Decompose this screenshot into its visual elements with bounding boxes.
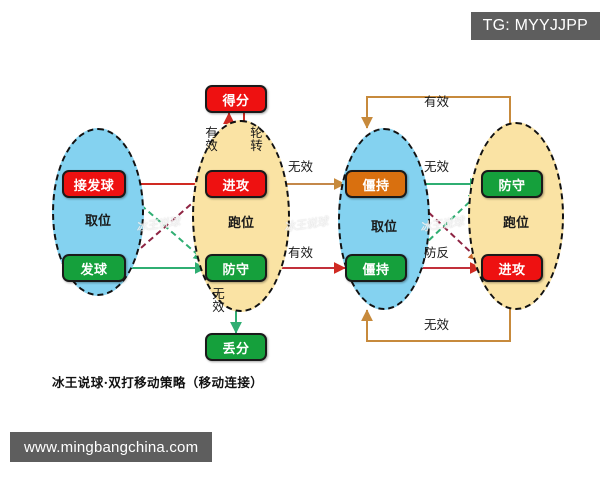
zone-qu-wei-2: 取位 bbox=[338, 128, 430, 310]
node-defend-2[interactable]: 防守 bbox=[481, 170, 543, 198]
edge-label-loop-bottom: 无效 bbox=[424, 317, 450, 332]
telegram-watermark-text: TG: MYYJJPP bbox=[482, 17, 588, 34]
node-label: 进攻 bbox=[498, 262, 526, 278]
zone-label: 跑位 bbox=[227, 216, 254, 231]
edge-label-attack1-to-stalemate1: 无效 bbox=[288, 159, 314, 174]
zone-label: 跑位 bbox=[502, 216, 529, 231]
edge-label-stalemate1-to-defend2: 无效 bbox=[424, 159, 450, 174]
edge-stalemate2-to-defend2-dashed bbox=[406, 191, 481, 262]
edge-label-defend1-to-stalemate2: 有效 bbox=[288, 245, 314, 260]
node-serve[interactable]: 发球 bbox=[62, 254, 126, 282]
edge-loop-bottom bbox=[361, 284, 511, 342]
edge-label-stalemate2-to-attack2: 防反 bbox=[424, 245, 450, 260]
zone-pao-wei-1: 跑位 bbox=[192, 120, 290, 312]
site-watermark-chip: www.mingbangchina.com bbox=[10, 432, 213, 462]
node-stalemate-1[interactable]: 僵持 bbox=[345, 170, 407, 198]
node-score[interactable]: 得分 bbox=[205, 85, 267, 113]
site-watermark-text: www.mingbangchina.com bbox=[24, 438, 199, 456]
zone-label: 取位 bbox=[84, 214, 111, 229]
node-defend-1[interactable]: 防守 bbox=[205, 254, 267, 282]
edge-label-loop-top: 有效 bbox=[424, 94, 450, 109]
node-label: 防守 bbox=[498, 178, 526, 194]
node-label: 进攻 bbox=[222, 178, 250, 194]
edge-label-lose-down: 无效 bbox=[212, 286, 225, 314]
telegram-watermark-chip: TG: MYYJJPP bbox=[470, 12, 600, 40]
edge-label-score-up: 有效 bbox=[205, 125, 218, 153]
node-receive-serve[interactable]: 接发球 bbox=[62, 170, 126, 198]
diagram-caption: 冰王说球·双打移动策略（移动连接） bbox=[52, 375, 264, 390]
node-label: 丢分 bbox=[222, 341, 250, 357]
node-label: 防守 bbox=[222, 262, 250, 278]
edge-serve-to-attack1-dashed bbox=[125, 191, 206, 262]
node-label: 得分 bbox=[222, 93, 250, 109]
node-label: 发球 bbox=[80, 262, 108, 278]
edge-label-score-down: 轮转 bbox=[250, 125, 263, 153]
node-stalemate-2[interactable]: 僵持 bbox=[345, 254, 407, 282]
node-label: 接发球 bbox=[73, 178, 115, 194]
node-lose-point[interactable]: 丢分 bbox=[205, 333, 267, 361]
node-attack-2[interactable]: 进攻 bbox=[481, 254, 543, 282]
zone-label: 取位 bbox=[370, 220, 397, 235]
node-label: 僵持 bbox=[362, 262, 390, 278]
node-label: 僵持 bbox=[362, 178, 390, 194]
node-attack-1[interactable]: 进攻 bbox=[205, 170, 267, 198]
